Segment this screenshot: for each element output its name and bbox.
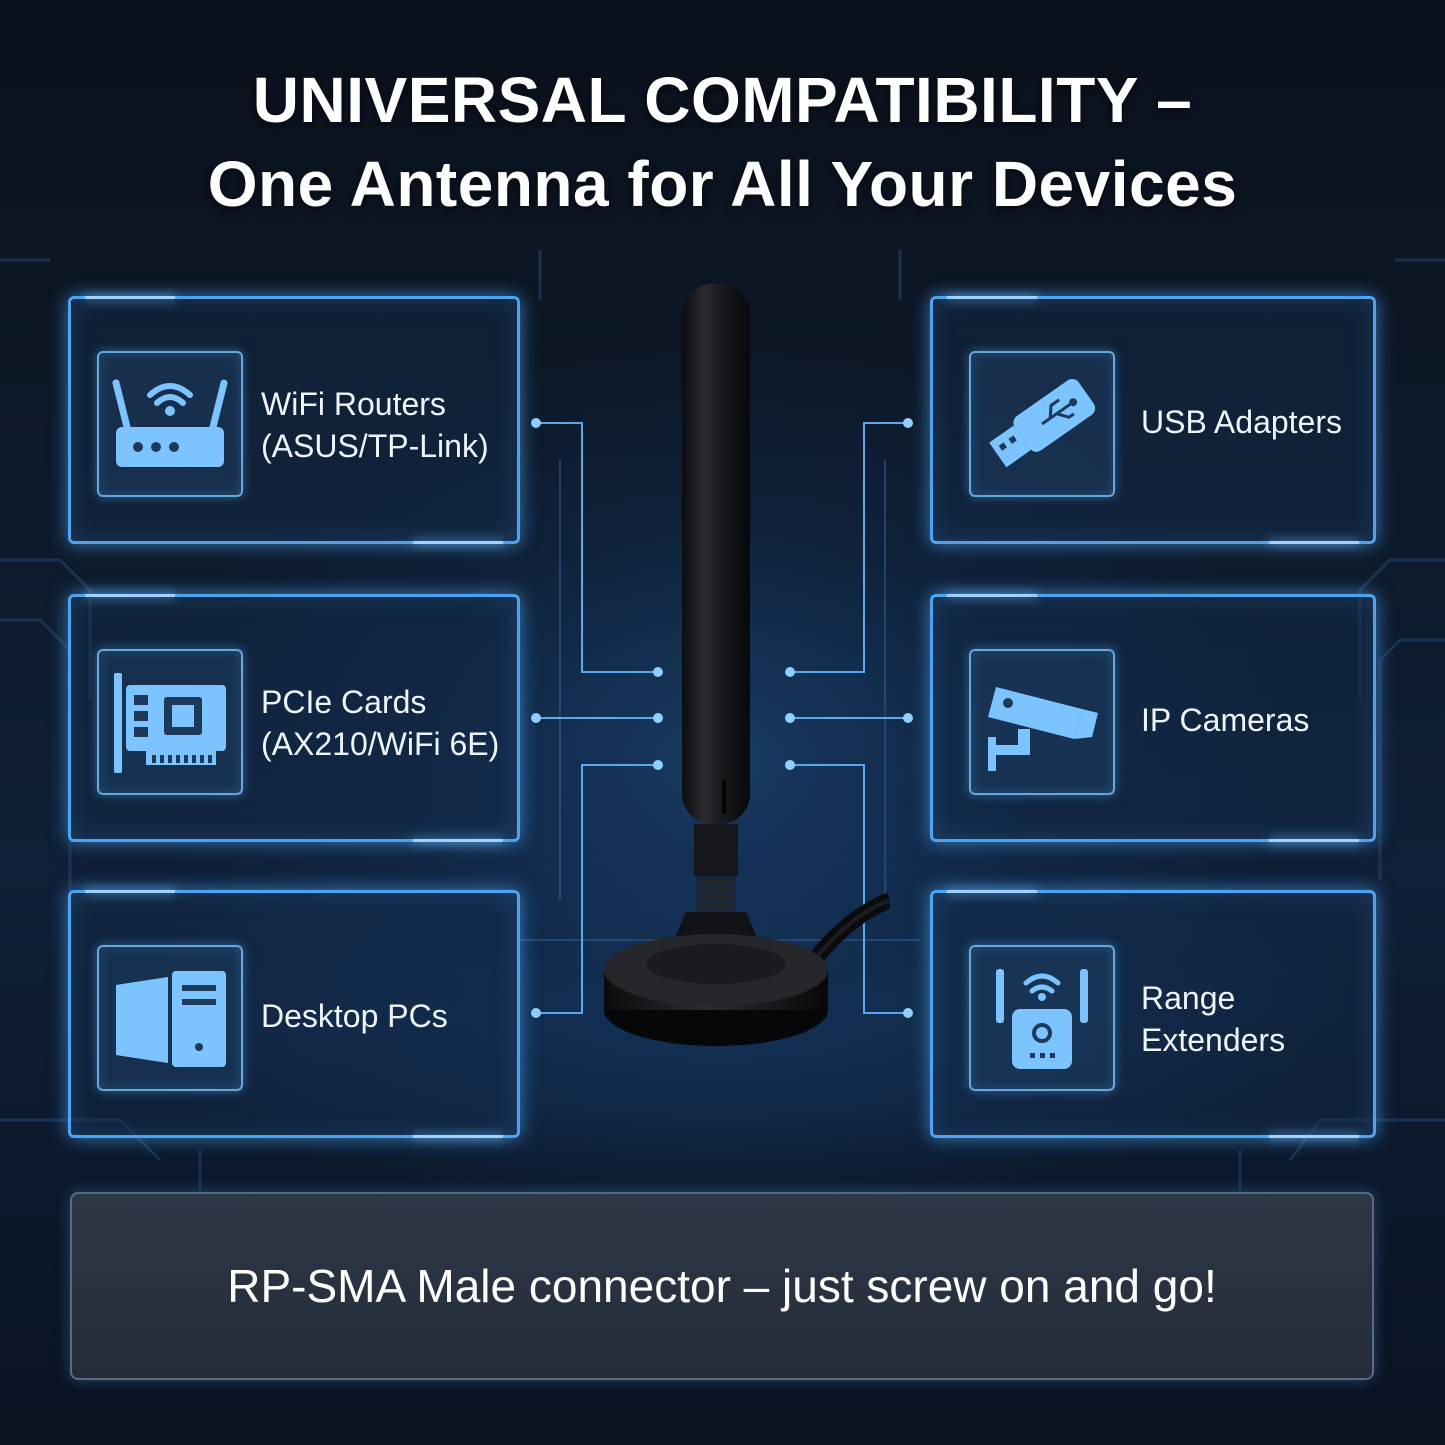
icon-frame <box>97 649 243 795</box>
device-label: USB Adapters <box>1141 401 1342 443</box>
icon-frame <box>969 649 1115 795</box>
headline-line-1: UNIVERSAL COMPATIBILITY – <box>252 64 1193 136</box>
icon-frame <box>969 945 1115 1091</box>
antenna-product-image <box>604 284 890 1046</box>
device-card-pcie-cards: PCIe Cards (AX210/WiFi 6E) <box>68 594 520 842</box>
footer-banner: RP-SMA Male connector – just screw on an… <box>70 1192 1374 1380</box>
device-label: PCIe Cards (AX210/WiFi 6E) <box>261 681 499 765</box>
device-label-line: USB Adapters <box>1141 404 1342 440</box>
device-label: Range Extenders <box>1141 977 1285 1061</box>
device-label-line: PCIe Cards <box>261 684 427 720</box>
device-card-ip-cameras: IP Cameras <box>930 594 1376 842</box>
device-label-line: Extenders <box>1141 1022 1286 1058</box>
device-label: IP Cameras <box>1141 699 1309 741</box>
icon-frame <box>97 945 243 1091</box>
device-label-line: Range <box>1141 980 1236 1016</box>
icon-frame <box>97 351 243 497</box>
headline: UNIVERSAL COMPATIBILITY – One Antenna fo… <box>0 58 1445 226</box>
pcie-card-icon <box>114 673 226 773</box>
desktop-pc-icon <box>116 971 226 1067</box>
device-label: WiFi Routers (ASUS/TP-Link) <box>261 383 489 467</box>
icon-frame <box>969 351 1115 497</box>
device-label-line: (AX210/WiFi 6E) <box>261 726 500 762</box>
usb-adapter-icon <box>989 378 1096 468</box>
range-extender-icon <box>996 969 1088 1069</box>
device-label-line: (ASUS/TP-Link) <box>261 428 489 464</box>
device-label: Desktop PCs <box>261 995 448 1037</box>
footer-text: RP-SMA Male connector – just screw on an… <box>227 1260 1217 1312</box>
device-card-desktop-pcs: Desktop PCs <box>68 890 520 1138</box>
device-label-line: WiFi Routers <box>261 386 446 422</box>
device-card-range-extenders: Range Extenders <box>930 890 1376 1138</box>
device-card-wifi-routers: WiFi Routers (ASUS/TP-Link) <box>68 296 520 544</box>
device-label-line: Desktop PCs <box>261 998 448 1034</box>
device-card-usb-adapters: USB Adapters <box>930 296 1376 544</box>
device-label-line: IP Cameras <box>1141 702 1310 738</box>
headline-line-2: One Antenna for All Your Devices <box>207 148 1238 220</box>
ip-camera-icon <box>988 687 1098 771</box>
wifi-router-icon <box>112 379 228 467</box>
